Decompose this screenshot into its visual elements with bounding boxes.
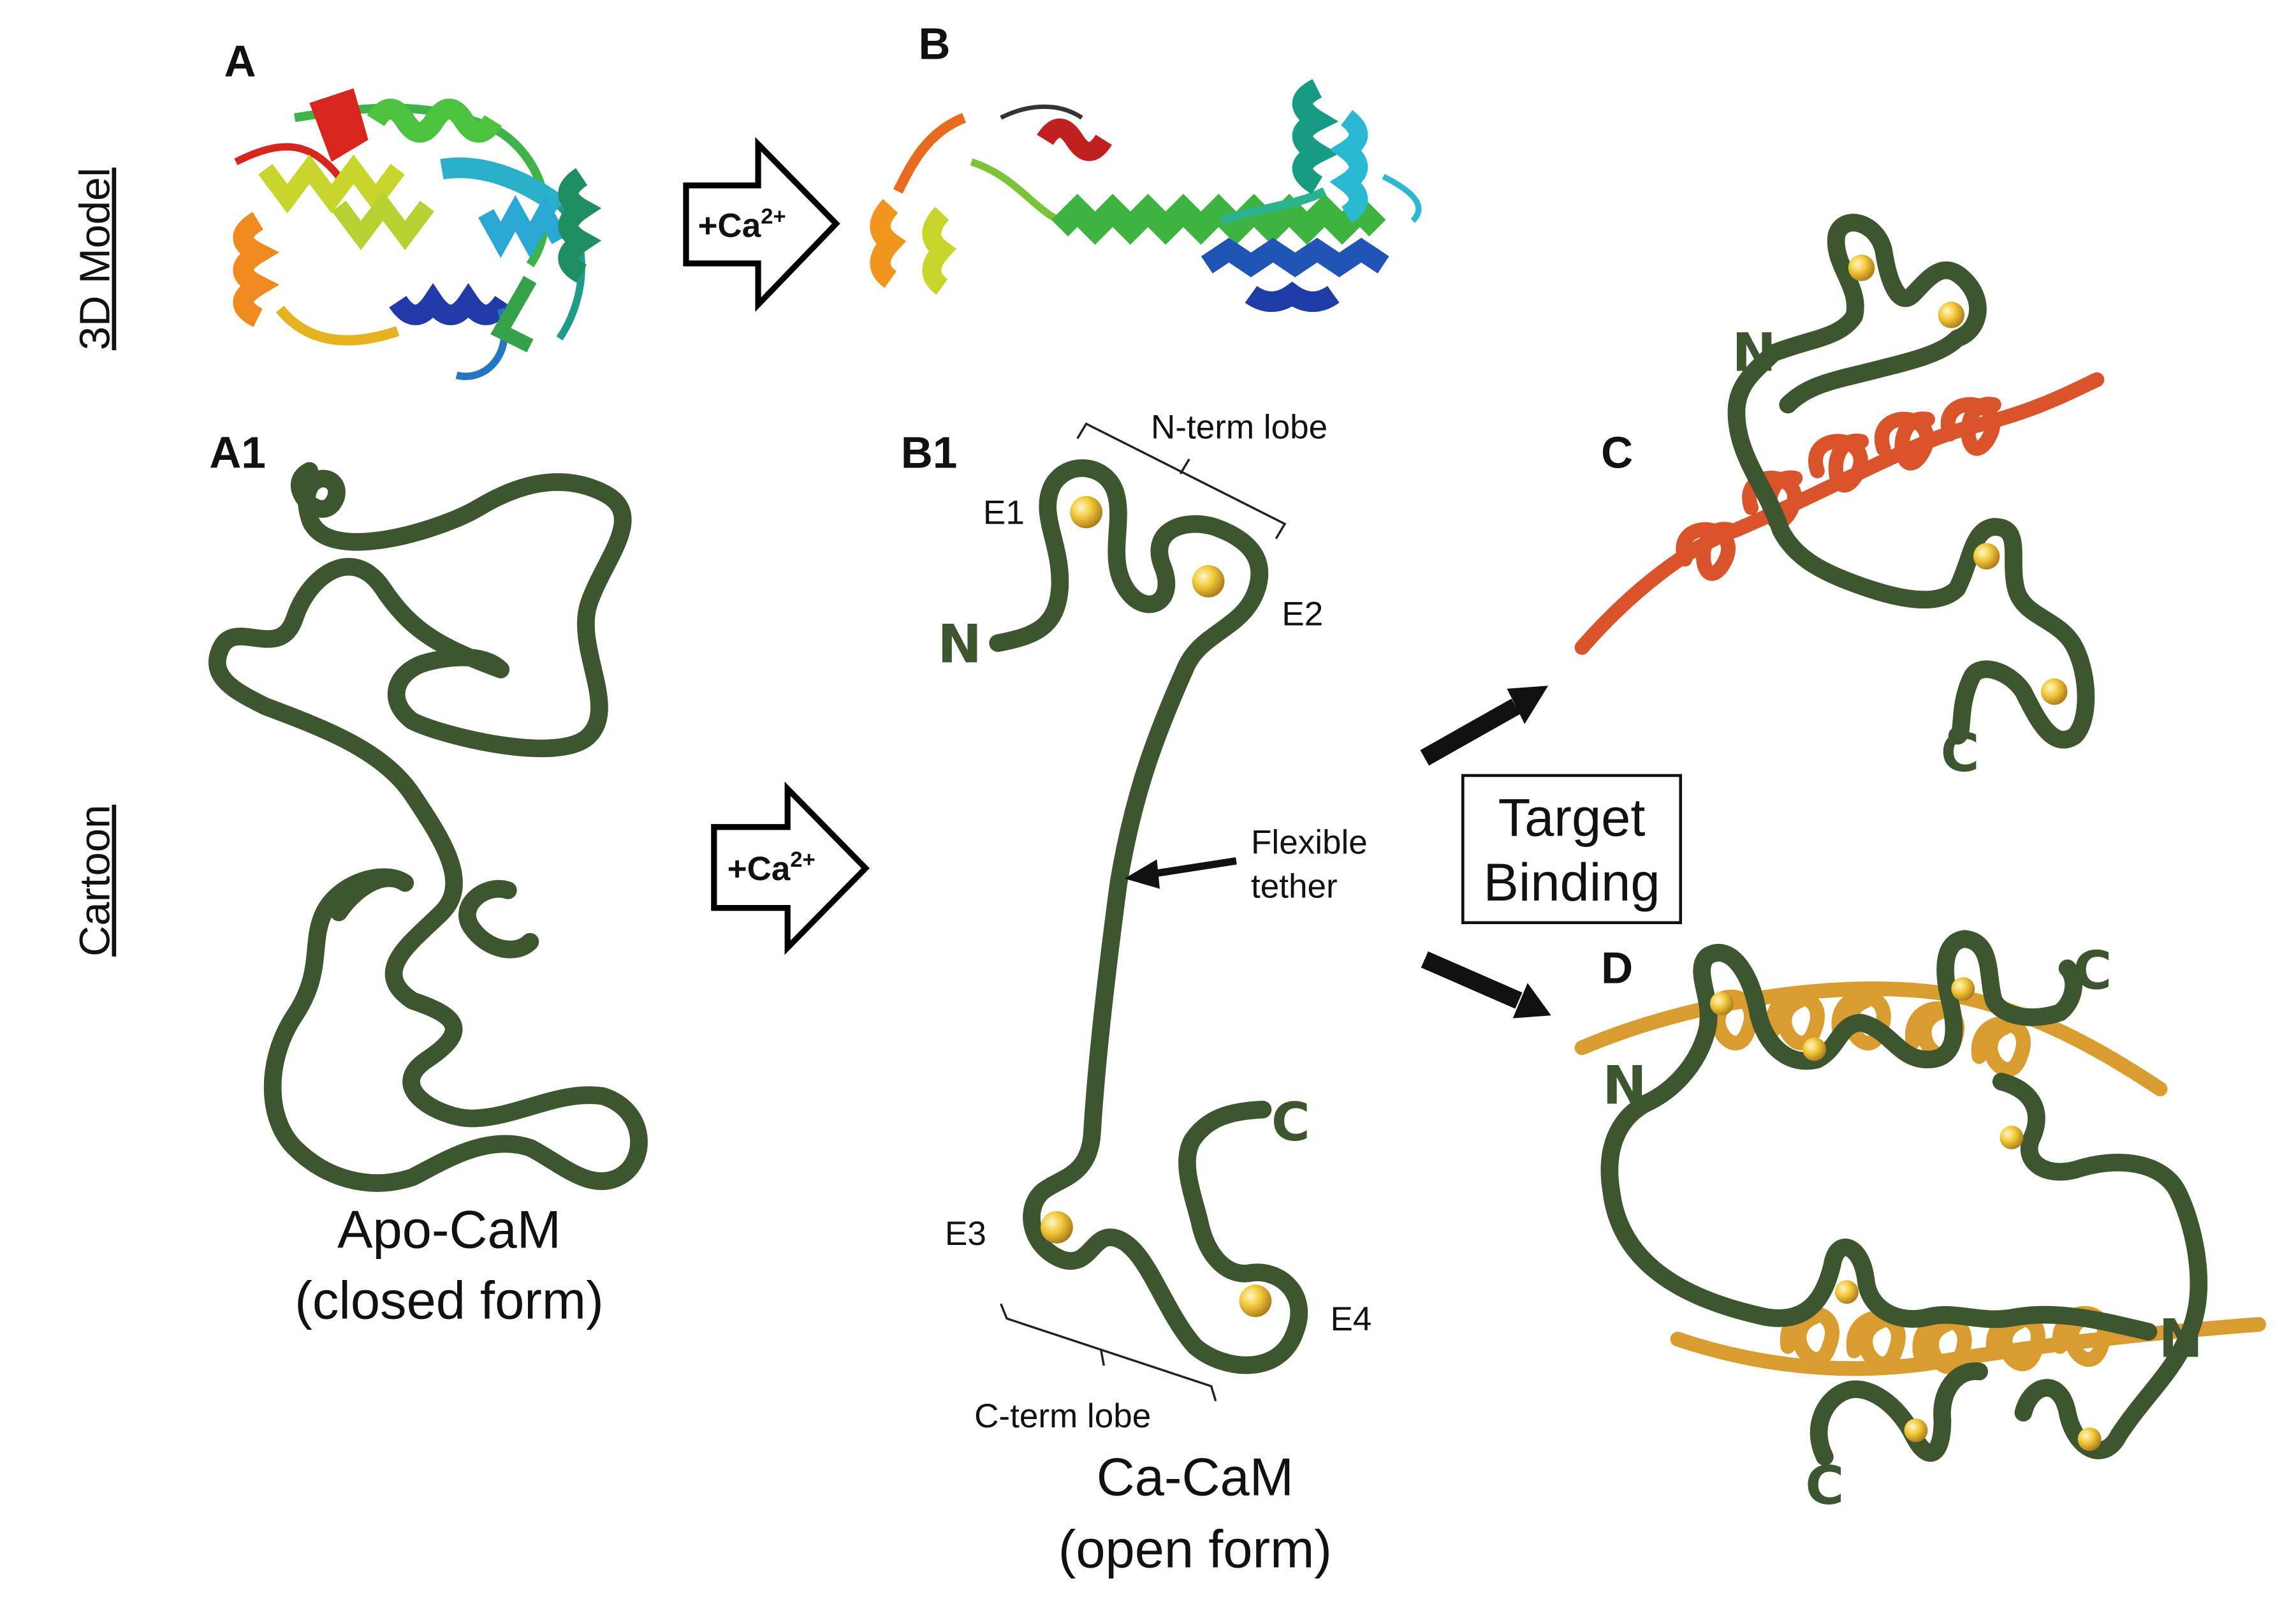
calcium-ion-c4 (2041, 678, 2068, 705)
flexible-tether-label-line2: tether (1251, 867, 1338, 905)
calcium-ion-d3 (1951, 977, 1975, 1001)
apo-cam-3d-model (233, 88, 602, 380)
calcium-arrow-top-superscript: 2+ (761, 205, 786, 229)
ca-cam-form-label: (open form) (1058, 1519, 1332, 1578)
c-term-lobe-bracket (1000, 1303, 1217, 1402)
c-n-terminus-label: N (1732, 321, 1776, 383)
calcium-ion-c2 (1938, 302, 1965, 328)
apo-cam-label: Apo-CaM (337, 1200, 561, 1260)
calcium-arrow-bottom-label: +Ca (728, 850, 791, 888)
ca-cam-label: Ca-CaM (1097, 1447, 1294, 1506)
apo-cam-cartoon (208, 462, 648, 1192)
calcium-ion-d5 (1835, 1280, 1859, 1304)
svg-text:+Ca2+: +Ca2+ (698, 205, 786, 245)
n-term-lobe-bracket (1076, 422, 1287, 540)
c-c-terminus-label: C (1941, 722, 1980, 784)
calcium-arrow-bottom: +Ca2+ (711, 781, 870, 955)
c-term-lobe-label: C-term lobe (974, 1397, 1151, 1435)
calcium-ion-d4 (2000, 1126, 2024, 1150)
target-binding-arrows (1420, 686, 1551, 1019)
calcium-ion-d1 (1709, 992, 1734, 1016)
side-label-cartoon: Cartoon (71, 805, 119, 957)
d-n-terminus-upper-label: N (1602, 1055, 1647, 1117)
calcium-ion-c1 (1848, 254, 1875, 281)
d-c-terminus-lower-label: C (1805, 1455, 1844, 1517)
d-c-terminus-upper-label: C (2073, 940, 2112, 1002)
panel-label-b1: B1 (901, 428, 957, 478)
ef-hand-e4-label: E4 (1330, 1300, 1371, 1338)
calcium-ion-c3 (1973, 543, 2000, 570)
bound-cam-single-peptide (1574, 214, 2105, 749)
panel-label-d: D (1601, 943, 1633, 992)
calcium-ion-d6 (1904, 1418, 1928, 1443)
b1-n-terminus-label: N (937, 613, 982, 675)
calcium-arrow-top: +Ca2+ (683, 136, 840, 313)
panel-label-c: C (1601, 428, 1633, 478)
panel-label-b: B (919, 18, 951, 68)
n-term-lobe-label: N-term lobe (1151, 409, 1327, 446)
calcium-ion-d2 (1802, 1037, 1827, 1061)
calcium-arrow-bottom-superscript: 2+ (790, 848, 815, 872)
calcium-ion-e1 (1070, 496, 1102, 529)
calcium-ion-d7 (2077, 1427, 2102, 1452)
calcium-ion-e2 (1192, 565, 1225, 598)
ca-cam-3d-model (870, 78, 1422, 313)
ca-cam-cartoon (989, 422, 1308, 1402)
tether-arrowhead (1124, 859, 1160, 889)
target-binding-label: Target (1498, 788, 1646, 848)
flexible-tether-label: Flexible (1251, 823, 1368, 861)
target-binding-box (1461, 774, 1683, 925)
panel-label-a1: A1 (209, 428, 265, 478)
calcium-ion-e4 (1239, 1284, 1272, 1318)
ef-hand-e1-label: E1 (983, 494, 1025, 531)
calcium-arrow-top-label: +Ca (698, 207, 761, 244)
b1-c-terminus-label: C (1271, 1091, 1310, 1153)
ef-hand-e3-label: E3 (945, 1215, 986, 1253)
side-label-3d-model: 3D Model (71, 168, 119, 350)
d-n-terminus-lower-label: N (2158, 1307, 2203, 1369)
target-binding-label-line2: Binding (1483, 853, 1660, 912)
calcium-ion-e3 (1041, 1210, 1073, 1244)
target-peptide-upper (1574, 981, 2168, 1096)
apo-cam-form-label: (closed form) (295, 1270, 604, 1330)
panel-label-a: A (224, 36, 256, 86)
bound-cam-two-peptides (1574, 930, 2267, 1466)
ef-hand-e2-label: E2 (1282, 596, 1323, 633)
svg-text:+Ca2+: +Ca2+ (728, 848, 815, 888)
